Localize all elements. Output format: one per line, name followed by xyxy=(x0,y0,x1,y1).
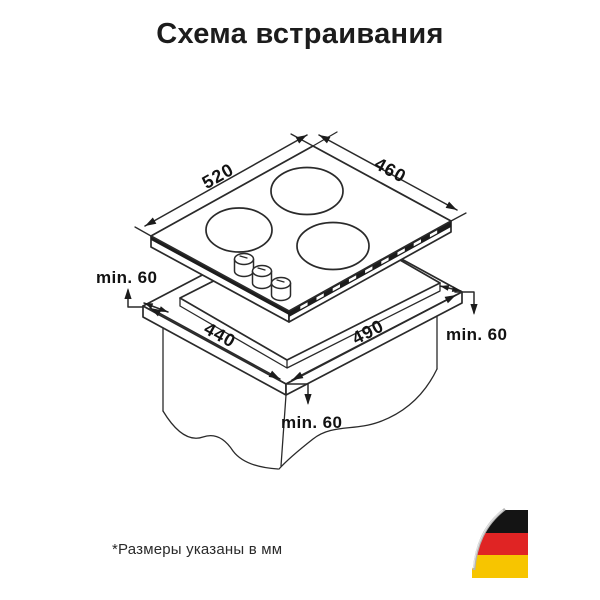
control-knob xyxy=(251,264,273,290)
cooktop xyxy=(134,131,467,323)
control-knobs xyxy=(233,252,292,302)
clearance-front-label: min. 60 xyxy=(281,413,342,432)
dimension-460-line xyxy=(318,134,458,211)
cabinet xyxy=(162,315,438,470)
vent-slots xyxy=(300,230,438,310)
burner-circle-right xyxy=(296,221,370,271)
clearance-right-label: min. 60 xyxy=(446,325,507,344)
dimension-440-line xyxy=(149,307,281,380)
control-knob xyxy=(233,252,255,278)
burner-circle-back xyxy=(270,166,344,216)
page-title: Схема встраивания xyxy=(156,18,444,50)
dimension-490-line xyxy=(291,294,457,381)
dimension-520-line xyxy=(144,134,308,227)
burner-circle-left xyxy=(205,207,273,253)
clearance-left-label: min. 60 xyxy=(96,268,157,287)
germany-flag-icon xyxy=(471,507,528,578)
countertop-surface xyxy=(142,213,463,396)
control-knob xyxy=(270,276,292,302)
page-curl xyxy=(471,509,505,570)
dimension-520-label: 520 xyxy=(199,159,238,193)
units-footnote: *Размеры указаны в мм xyxy=(112,541,283,558)
